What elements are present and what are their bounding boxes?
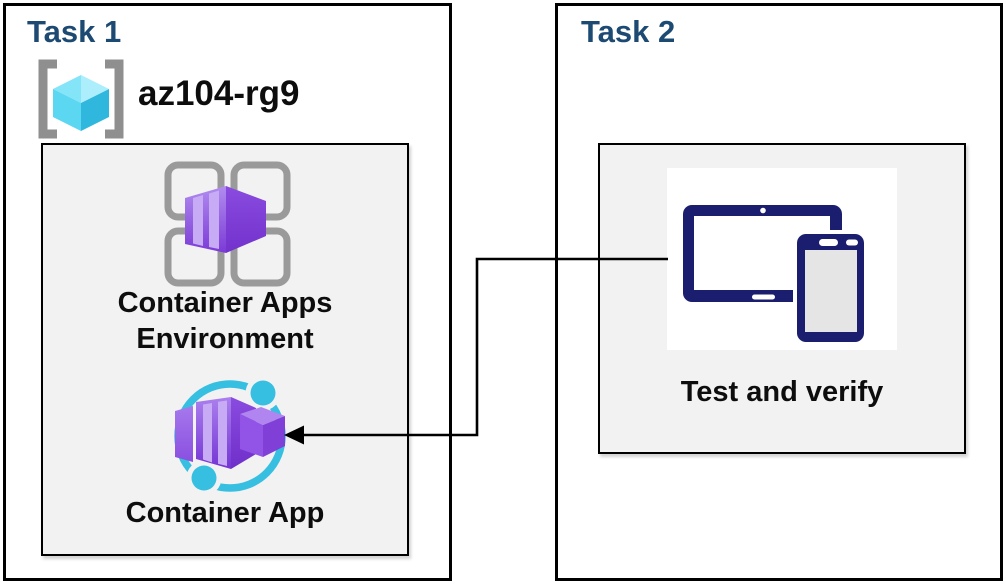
orbit-dot-shape <box>250 380 276 406</box>
env-label-line2: Environment <box>136 323 314 355</box>
devices-card <box>667 168 897 350</box>
resource-group-icon <box>38 59 124 139</box>
container-app-label: Container App <box>125 497 325 529</box>
left-bracket-shape <box>38 59 57 139</box>
resource-group-name: az104-rg9 <box>138 74 300 113</box>
task2-title: Task 2 <box>581 14 676 49</box>
env-label-line1: Container Apps <box>117 287 333 319</box>
container-apps-environment-label: Container Apps Environment <box>43 285 407 357</box>
task2-box: Task 2 <box>555 3 1003 581</box>
container-app-box-shape <box>175 397 285 469</box>
phone-icon <box>793 230 868 346</box>
tablet-camera-shape <box>760 207 766 214</box>
container-app-icon <box>174 375 286 496</box>
phone-screen-shape <box>805 250 857 332</box>
cube-shape <box>53 75 109 131</box>
tablet-and-phone-icon <box>683 205 868 346</box>
task1-title: Task 1 <box>27 14 122 49</box>
container-apps-environment-icon <box>164 161 291 287</box>
container-box-shape <box>185 186 266 253</box>
test-and-verify-label: Test and verify <box>680 376 884 408</box>
task1-inner-panel: Container Apps Environment <box>41 143 409 556</box>
phone-speaker-shape <box>819 239 838 246</box>
phone-camera-shape <box>846 239 858 246</box>
task2-inner-panel: Test and verify <box>598 143 966 454</box>
orbit-dot-shape <box>191 465 217 491</box>
right-bracket-shape <box>105 59 124 139</box>
task1-box: Task 1 az104-rg9 <box>3 3 452 581</box>
tablet-home-button-shape <box>752 294 775 300</box>
